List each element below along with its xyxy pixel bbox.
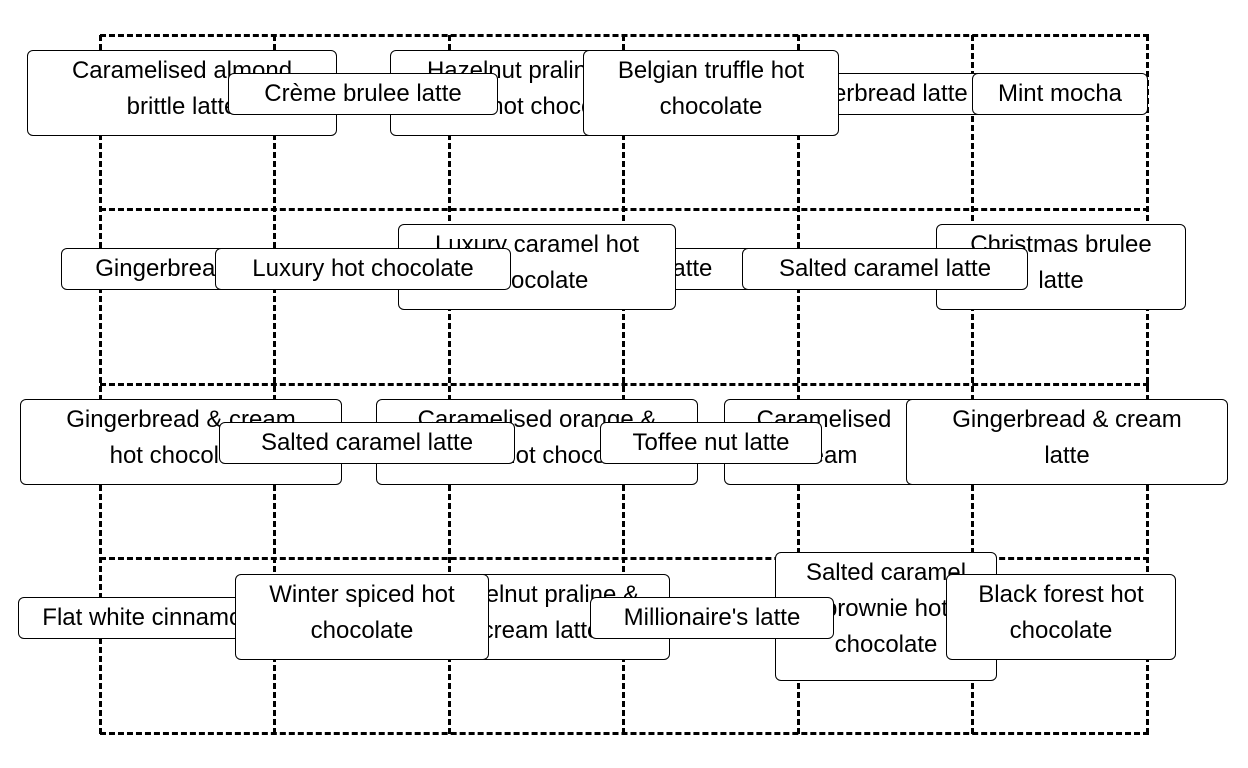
label-line: chocolate [659, 93, 763, 120]
label-line: Black forest hot [978, 581, 1144, 608]
label-millionaires: Millionaire's latte [590, 597, 834, 639]
label-belgian-truffle: Belgian truffle hot chocolate [583, 50, 839, 136]
label-line: Gingerbread & cream [952, 406, 1182, 433]
label-winter-spiced: Winter spiced hot chocolate [235, 574, 489, 660]
label-line: Salted caramel latte [778, 255, 992, 282]
label-line: Crème brulee latte [264, 80, 462, 107]
label-line: Toffee nut latte [632, 429, 790, 456]
label-mint-mocha: Mint mocha [972, 73, 1148, 115]
grid-line-horizontal [100, 208, 1149, 211]
label-gingerbread-cream-latte: Gingerbread & cream latte [906, 399, 1228, 485]
label-line: Winter spiced hot [269, 581, 455, 608]
label-line: Belgian truffle hot [617, 57, 805, 84]
grid-line-horizontal [100, 34, 1149, 37]
label-line: latte [1038, 267, 1084, 294]
label-line: brittle latte [126, 93, 238, 120]
label-line: Luxury hot chocolate [252, 255, 474, 282]
label-line: Millionaire's latte [623, 604, 801, 631]
label-line: Salted caramel [805, 559, 967, 586]
label-line: cream latte [481, 617, 601, 644]
label-salted-caramel-latte: Salted caramel latte [742, 248, 1028, 290]
label-line: Mint mocha [997, 80, 1123, 107]
grid-line-horizontal [100, 383, 1149, 386]
label-luxury-hot-chocolate: Luxury hot chocolate [215, 248, 511, 290]
label-salted-caramel-row3: Salted caramel latte [219, 422, 515, 464]
label-line: Salted caramel latte [260, 429, 474, 456]
label-line: Flat white cinnamon [42, 604, 256, 631]
label-line: chocolate [310, 617, 414, 644]
grid-line-horizontal [100, 732, 1149, 735]
label-line: brownie hot [823, 595, 949, 622]
label-line: chocolate [834, 631, 938, 658]
label-line: latte [1044, 442, 1090, 469]
label-creme-brulee: Crème brulee latte [228, 73, 498, 115]
label-toffee-nut: Toffee nut latte [600, 422, 822, 464]
label-line: chocolate [1009, 617, 1113, 644]
grid-line-horizontal [100, 557, 1149, 560]
label-black-forest: Black forest hot chocolate [946, 574, 1176, 660]
